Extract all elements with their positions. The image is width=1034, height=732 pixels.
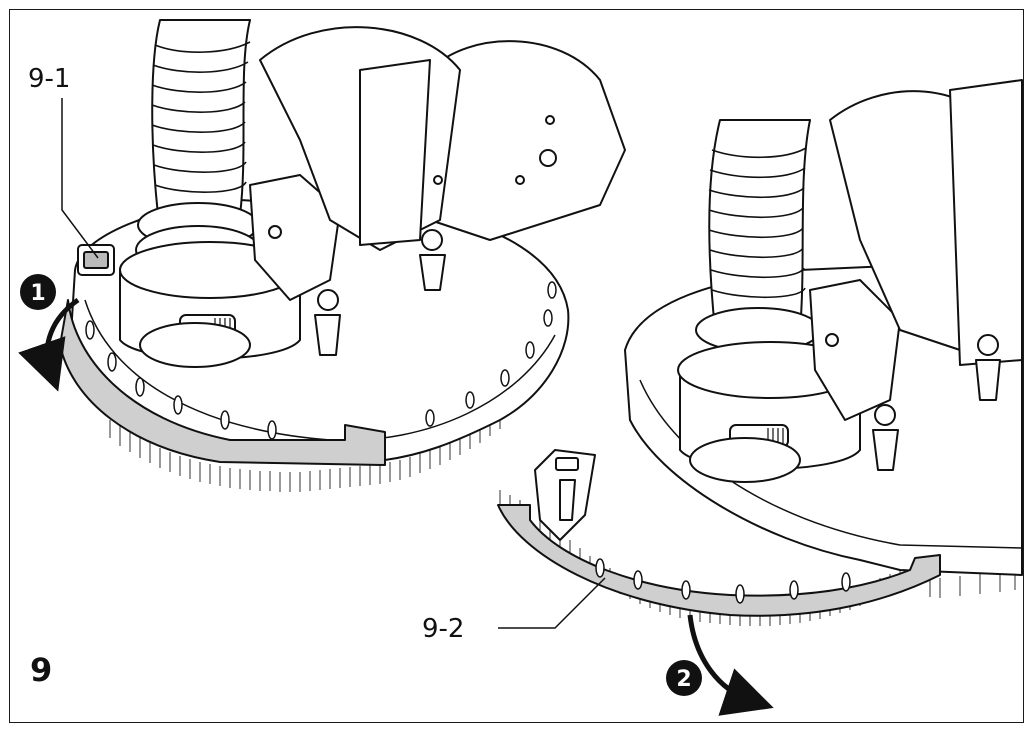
- right-sander: [497, 79, 1023, 626]
- arrow-step-2: [687, 614, 774, 716]
- left-bristles: [109, 409, 501, 492]
- leader-9-2: [498, 577, 606, 629]
- figure-number: 9: [30, 651, 53, 689]
- callout-leaders: [61, 98, 606, 629]
- left-sander: [59, 19, 626, 492]
- svg-text:1: 1: [30, 281, 45, 306]
- callout-label-9-1: 9-1: [28, 64, 71, 94]
- right-segment-9-2: [497, 504, 941, 617]
- arrow-step-1: [18, 297, 80, 392]
- leader-9-1: [61, 98, 99, 259]
- left-segment-9-1: [59, 299, 386, 466]
- callout-label-9-2: 9-2: [422, 614, 465, 644]
- svg-text:2: 2: [676, 667, 691, 692]
- step-badge-2: 2: [666, 660, 702, 696]
- step-badge-1: 1: [20, 274, 56, 310]
